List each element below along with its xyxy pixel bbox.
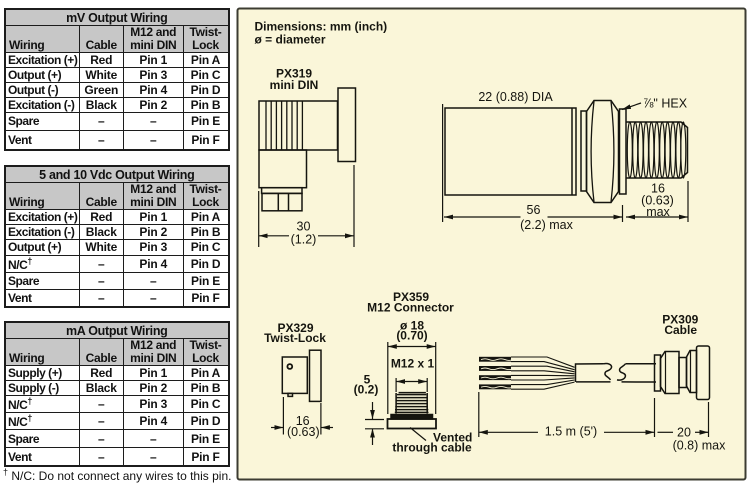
svg-text:(2.2) max: (2.2) max: [520, 218, 574, 232]
svg-text:(1.2): (1.2): [291, 233, 317, 247]
svg-text:16: 16: [651, 182, 665, 196]
svg-text:PX309: PX309: [662, 313, 698, 327]
svg-text:5: 5: [364, 373, 371, 387]
svg-text:ø 18: ø 18: [400, 319, 424, 333]
svg-text:Vented: Vented: [433, 431, 472, 445]
svg-text:Dimensions: mm (inch): Dimensions: mm (inch): [255, 20, 388, 34]
svg-text:Cable: Cable: [664, 323, 697, 337]
svg-text:(0.63): (0.63): [641, 194, 674, 208]
svg-text:mini DIN: mini DIN: [270, 78, 319, 92]
svg-text:30: 30: [297, 220, 311, 234]
svg-text:(0.63): (0.63): [287, 425, 320, 439]
svg-text:Twist-Lock: Twist-Lock: [264, 331, 326, 345]
svg-text:22 (0.88) DIA: 22 (0.88) DIA: [478, 90, 553, 104]
svg-text:max: max: [646, 205, 670, 219]
svg-text:(0.8) max: (0.8) max: [673, 439, 727, 453]
svg-text:PX359: PX359: [393, 290, 429, 304]
svg-text:PX319: PX319: [276, 67, 312, 81]
svg-text:56: 56: [527, 203, 541, 217]
svg-text:through cable: through cable: [392, 441, 472, 455]
svg-text:(0.2): (0.2): [354, 383, 379, 397]
svg-text:⅞" HEX: ⅞" HEX: [643, 97, 688, 111]
svg-text:PX329: PX329: [277, 321, 313, 335]
svg-text:16: 16: [296, 414, 310, 428]
svg-text:ø = diameter: ø = diameter: [255, 33, 326, 47]
svg-text:M12 x 1: M12 x 1: [391, 357, 435, 371]
svg-text:M12 Connector: M12 Connector: [367, 301, 454, 315]
svg-text:1.5 m (5'): 1.5 m (5'): [545, 425, 597, 439]
svg-text:20: 20: [677, 426, 691, 440]
svg-text:(0.70): (0.70): [396, 329, 427, 343]
